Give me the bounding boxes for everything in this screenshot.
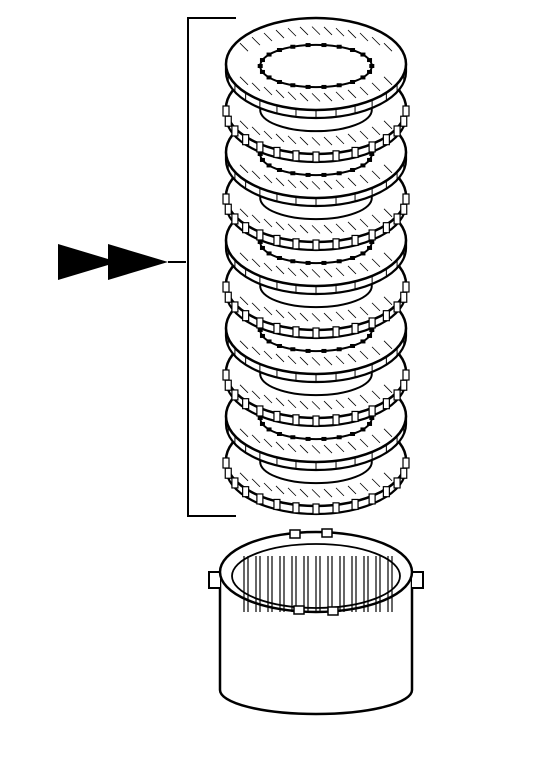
steel-plate <box>224 16 408 120</box>
clutch-plate-stack <box>222 16 410 516</box>
stack-bracket <box>187 17 236 517</box>
clutch-drum-icon <box>208 528 424 716</box>
double-arrow-icon <box>58 244 186 280</box>
